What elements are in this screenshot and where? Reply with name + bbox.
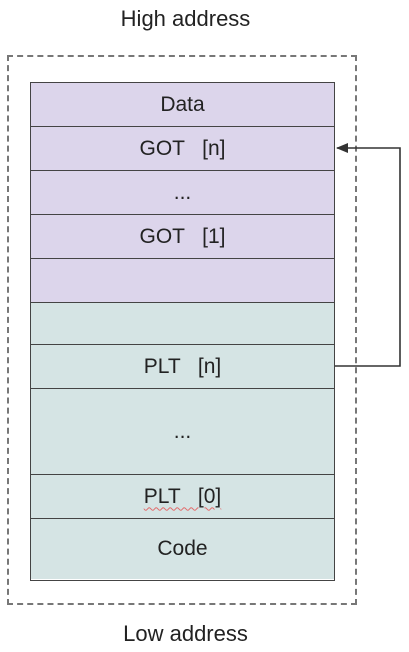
- memory-stack: Data GOT [n] ... GOT [1] PLT [n] ... PLT…: [30, 82, 335, 581]
- low-address-label: Low address: [123, 621, 248, 646]
- code-section: Code: [31, 519, 334, 579]
- plt-empty-entry: [31, 303, 334, 345]
- got-empty-entry: [31, 259, 334, 303]
- plt-n-entry: PLT [n]: [31, 345, 334, 389]
- plt-ellipsis-entry: ...: [31, 389, 334, 475]
- data-section: Data: [31, 83, 334, 127]
- got-1-entry: GOT [1]: [31, 215, 334, 259]
- got-n-entry: GOT [n]: [31, 127, 334, 171]
- plt-0-label: PLT [0]: [143, 484, 222, 508]
- high-address-label: High address: [120, 6, 251, 31]
- got-ellipsis-entry: ...: [31, 171, 334, 215]
- plt-0-entry: PLT [0]: [31, 475, 334, 519]
